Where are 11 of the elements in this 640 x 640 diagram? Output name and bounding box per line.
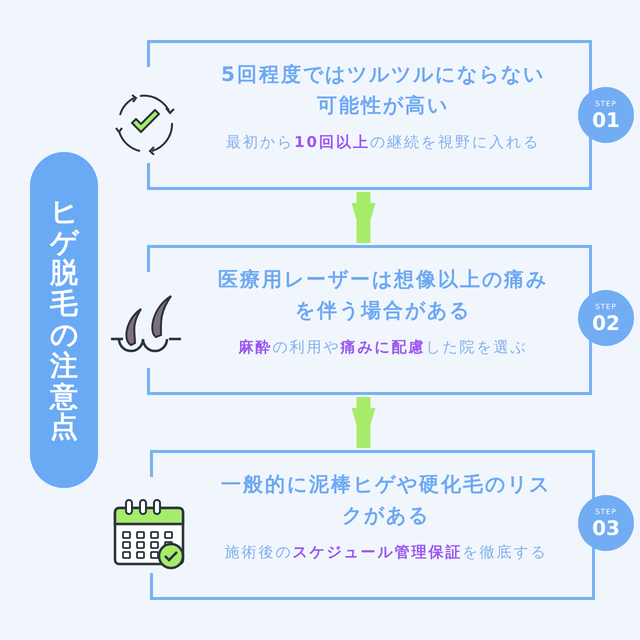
- step-number: 01: [592, 108, 620, 130]
- step-description: 麻酔の利用や痛みに配慮した院を選ぶ: [238, 337, 528, 358]
- step-heading: 医療用レーザーは想像以上の痛みを伴う場合がある: [217, 266, 549, 324]
- step-number: 03: [592, 516, 620, 538]
- arrow: [352, 192, 376, 243]
- step-description: 施術後のスケジュール管理保証を徹底する: [224, 542, 548, 563]
- step-heading: 一般的に泥棒ヒゲや硬化毛のリスクがある: [220, 471, 552, 529]
- step-heading: 5回程度ではツルツルにならない可能性が高い: [220, 61, 546, 119]
- arrow: [352, 397, 376, 448]
- title-text: ヒゲ脱毛の注意点: [50, 196, 78, 444]
- step-number: 02: [592, 312, 620, 334]
